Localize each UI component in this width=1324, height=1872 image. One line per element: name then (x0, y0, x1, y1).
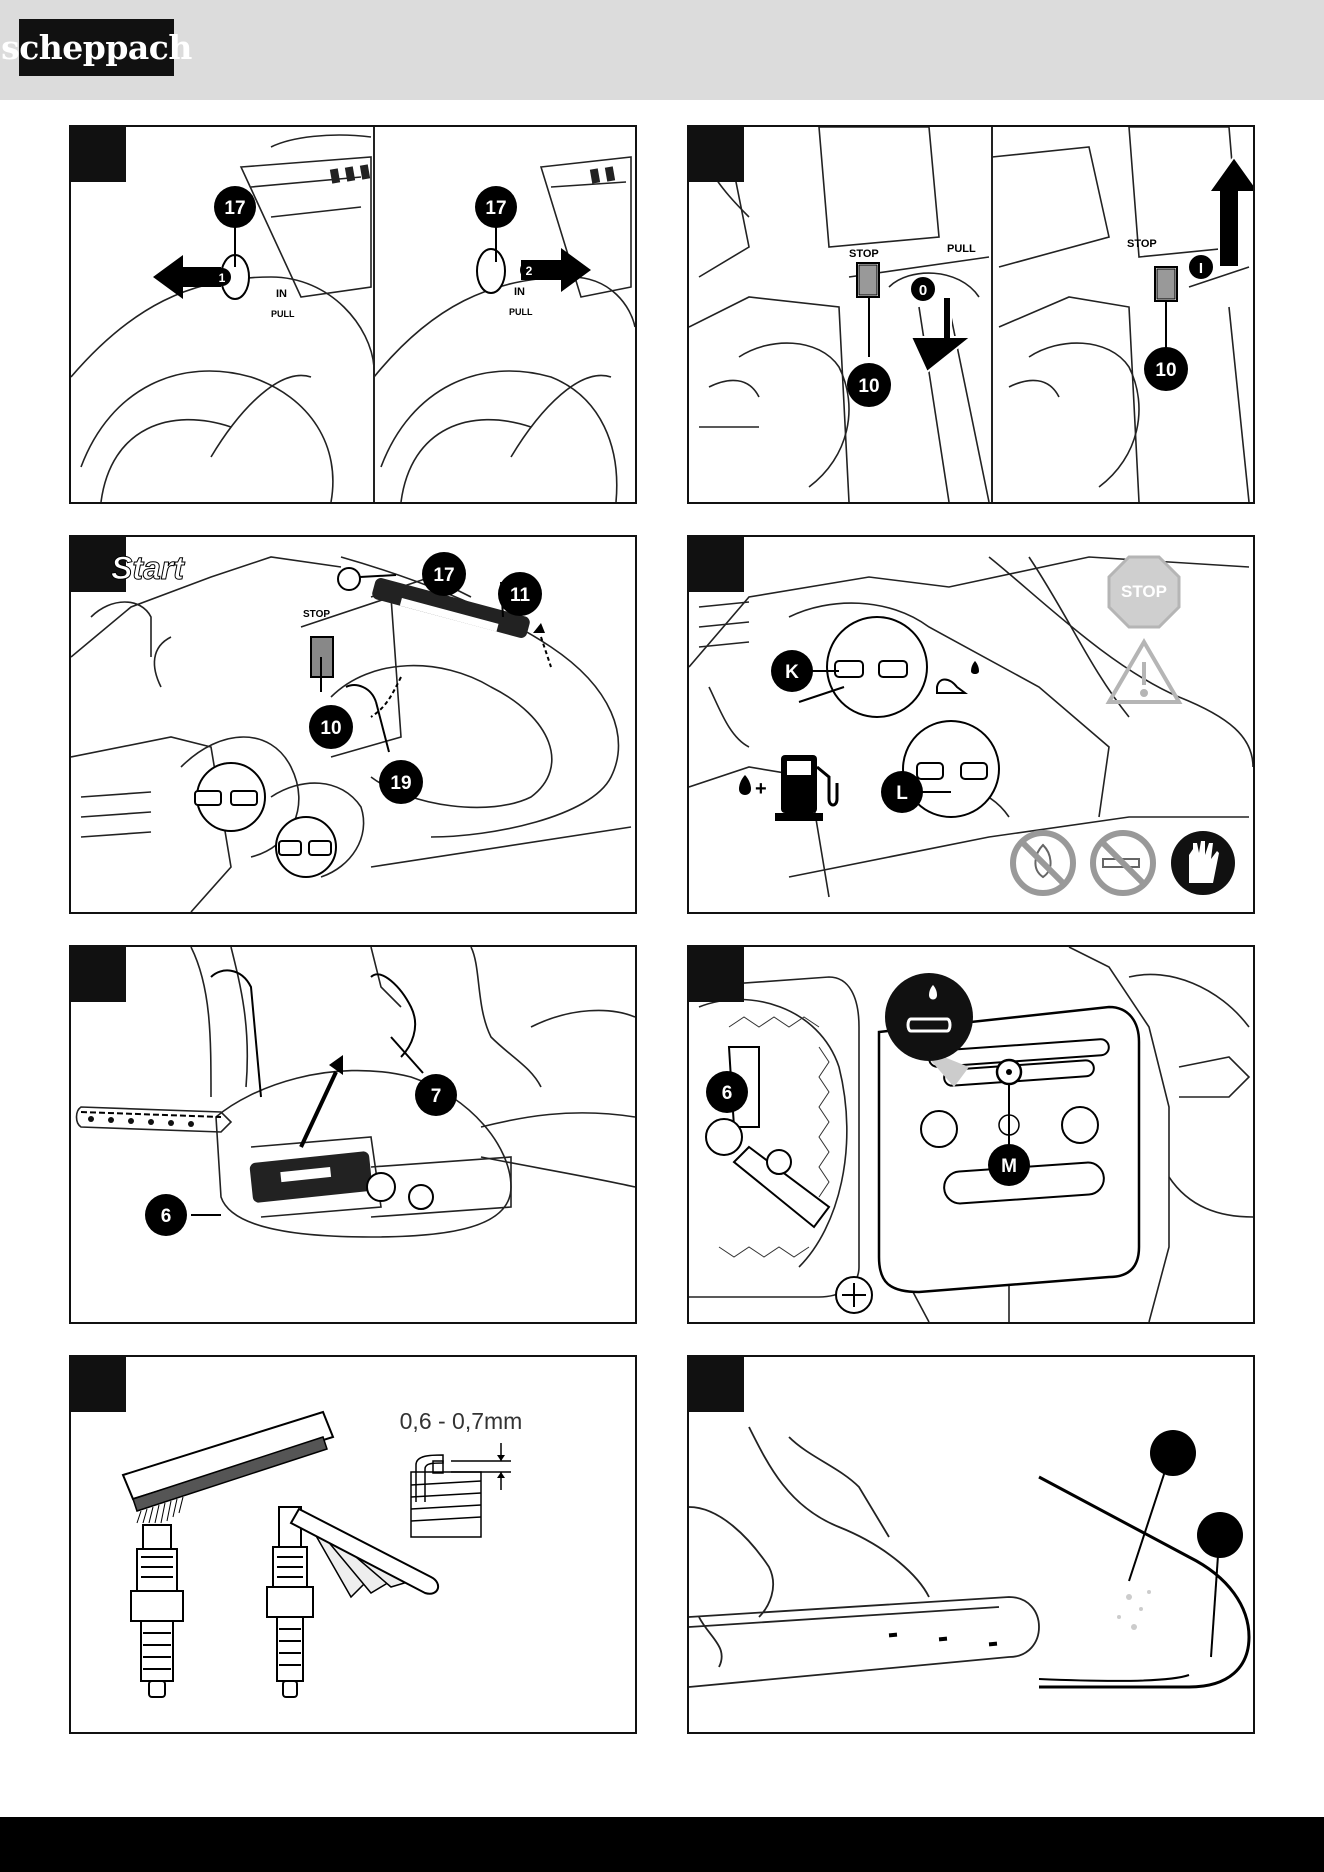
stop-sign-text: STOP (1121, 582, 1167, 601)
label-pull: PULL (271, 309, 295, 319)
label-stop: STOP (849, 248, 879, 260)
label-stop-2: STOP (1127, 238, 1157, 250)
callout-6: 6 (161, 1206, 172, 1227)
position-off: 0 (919, 282, 927, 299)
label-in: IN (276, 288, 287, 300)
callout-10-text: 10 (858, 376, 879, 397)
label-stop: STOP (303, 609, 330, 620)
callout-19: 19 (390, 773, 411, 794)
figure-panel-4: + STOP K L (687, 535, 1255, 914)
arrow-number-2: 2 (526, 264, 533, 278)
label-start: Start (111, 550, 185, 586)
callout-m: M (1001, 1156, 1017, 1177)
callout-17b-text: 17 (485, 198, 506, 219)
gap-measurement-text: 0,6 - 0,7mm (400, 1408, 523, 1434)
callout-7: 7 (431, 1086, 442, 1107)
page-header: scheppach (0, 0, 1324, 100)
panel-4-labels: STOP K L (689, 537, 1253, 912)
panel-7-labels: 0,6 - 0,7mm (71, 1357, 635, 1732)
figure-panel-1: IN PULL IN PULL 17 17 1 2 (69, 125, 637, 504)
label-in-2: IN (514, 286, 525, 298)
figure-panel-5: 7 6 (69, 945, 637, 1324)
callout-10b-text: 10 (1155, 360, 1176, 381)
arrow-number-1: 1 (219, 271, 226, 285)
panel-2-labels: STOP PULL STOP 0 I 10 10 (689, 127, 1253, 502)
label-pull-2: PULL (509, 307, 533, 317)
figure-panel-8 (687, 1355, 1255, 1734)
callout-17-text: 17 (224, 198, 245, 219)
callout-l: L (896, 783, 908, 804)
page-footer (0, 1817, 1324, 1872)
callout-10: 10 (320, 718, 341, 739)
panel-5-labels: 7 6 (71, 947, 635, 1322)
figure-panel-6: 6 M (687, 945, 1255, 1324)
figure-number-box (689, 1357, 744, 1412)
callout-6: 6 (722, 1083, 733, 1104)
panel-1-labels: IN PULL IN PULL 17 17 1 2 (71, 127, 635, 502)
brand-logo: scheppach (19, 19, 174, 76)
position-on: I (1199, 260, 1203, 277)
callout-k: K (785, 662, 799, 683)
callout-17: 17 (433, 565, 454, 586)
panel-6-labels: 6 M (689, 947, 1253, 1322)
figure-panel-3: Start STOP 17 11 10 19 (69, 535, 637, 914)
guide-bar-maintenance-illustration (689, 1357, 1253, 1732)
figure-panel-2: STOP PULL STOP 0 I 10 10 (687, 125, 1255, 504)
callout-11: 11 (510, 585, 531, 606)
figure-panel-7: 0,6 - 0,7mm (69, 1355, 637, 1734)
label-pull: PULL (947, 243, 976, 255)
panel-3-labels: Start STOP 17 11 10 19 (71, 537, 635, 912)
